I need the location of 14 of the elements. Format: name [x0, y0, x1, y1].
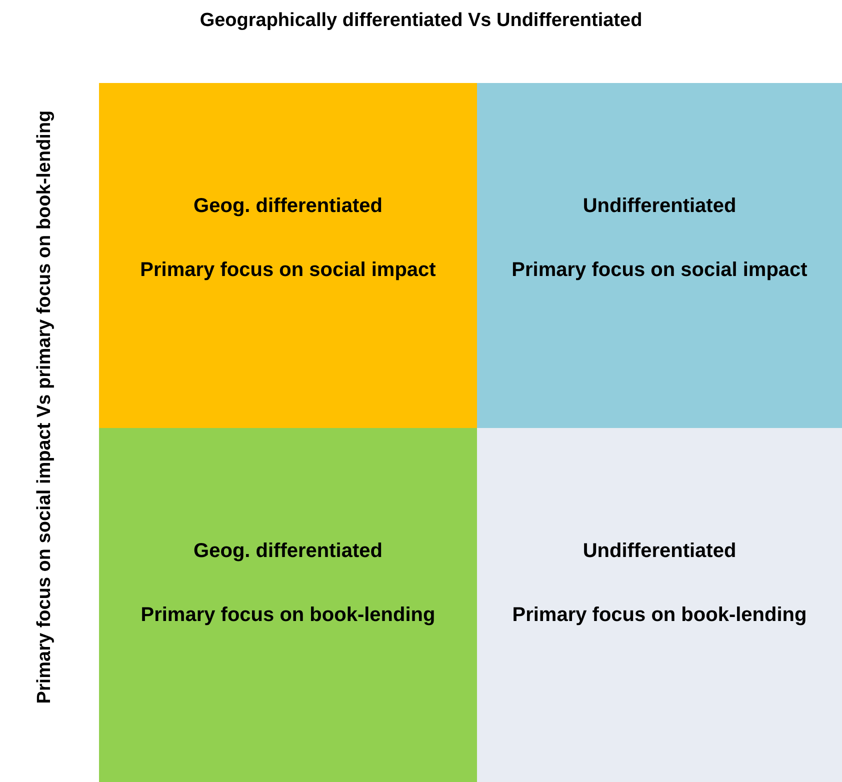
- quadrant-heading: Geog. differentiated: [194, 195, 382, 218]
- quadrant: [477, 428, 842, 782]
- chart-title: Geographically differentiated Vs Undifferentiated: [198, 10, 644, 32]
- quadrant-text: Primary focus on social impact: [512, 259, 808, 282]
- quadrant: [99, 428, 477, 782]
- quadrant-text: Primary focus on book-lending: [140, 604, 436, 627]
- quadrant-text: Primary focus on social impact: [140, 259, 436, 282]
- quadrant-text: Primary focus on book-lending: [512, 604, 807, 627]
- quadrant-heading: Undifferentiated: [582, 195, 736, 218]
- quadrant-heading: Geog. differentiated: [194, 540, 382, 563]
- quadrant-heading: Undifferentiated: [582, 540, 736, 563]
- quadrant: [99, 83, 477, 428]
- quadrant: [477, 83, 842, 428]
- axis-label: Primary focus on social impact Vs primary focus on book-lending: [33, 109, 56, 706]
